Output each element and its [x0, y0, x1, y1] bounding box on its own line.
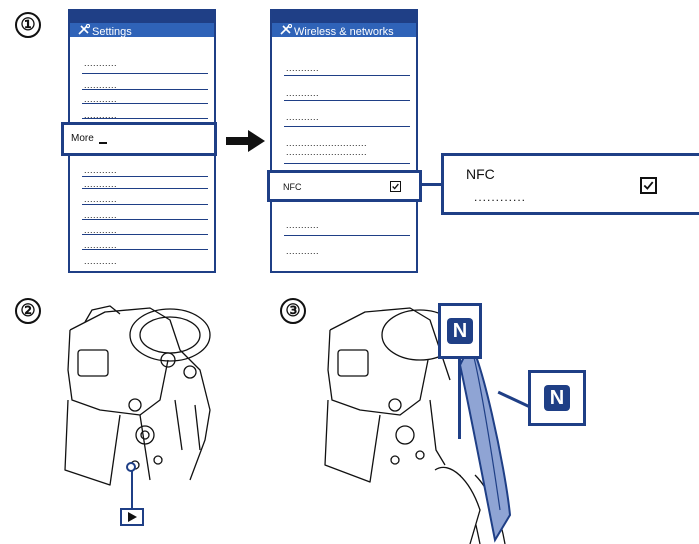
tools-icon — [78, 23, 91, 38]
settings-item-10[interactable]: ........... — [84, 225, 118, 235]
nfc-logo-icon: N — [447, 318, 473, 344]
wireless-item-6[interactable]: ........... — [286, 220, 320, 230]
camera-and-phone-illustration — [324, 307, 512, 544]
settings-title: Settings — [92, 26, 132, 38]
settings-item-2[interactable]: ........... — [84, 80, 118, 90]
play-button-pointer — [131, 468, 133, 508]
nfc-n-mark-camera: N — [438, 303, 482, 359]
callout-nfc-label: NFC — [466, 166, 495, 182]
settings-item-6[interactable]: ........... — [84, 165, 118, 175]
callout-placeholder: ............ — [474, 190, 527, 204]
step-3-number: ③ — [280, 298, 306, 324]
wireless-item-4b: ........................... — [286, 147, 368, 157]
wireless-item-1[interactable]: ........... — [286, 63, 320, 73]
nfc-n-mark-phone: N — [528, 370, 586, 426]
arrow-right-icon — [226, 130, 265, 152]
camera-rear-illustration — [64, 305, 211, 486]
settings-more-label: More — [71, 133, 94, 144]
wireless-nfc-checkbox[interactable] — [390, 181, 401, 192]
wireless-item-7[interactable]: ........... — [286, 246, 320, 256]
wireless-item-3[interactable]: ........... — [286, 112, 320, 122]
callout-connector — [422, 183, 442, 186]
wireless-screen: Wireless & networks ........... ........… — [270, 9, 418, 273]
settings-item-9[interactable]: ........... — [84, 210, 118, 220]
settings-item-12[interactable]: ........... — [84, 256, 118, 266]
wireless-item-2[interactable]: ........... — [286, 88, 320, 98]
wireless-header: Wireless & networks — [272, 11, 416, 38]
tools-icon — [280, 23, 293, 38]
play-button-pointer-dot — [126, 462, 136, 472]
callout-nfc-checkbox[interactable] — [640, 177, 657, 194]
wireless-nfc-label: NFC — [283, 182, 302, 192]
settings-item-7[interactable]: ........... — [84, 179, 118, 189]
settings-more-highlight[interactable]: More — [61, 122, 217, 156]
settings-item-3[interactable]: ........... — [84, 94, 118, 104]
step-1-number: ① — [15, 12, 41, 38]
settings-header: Settings — [70, 11, 214, 38]
settings-item-4[interactable]: ........... — [84, 110, 118, 120]
nfc-callout: NFC ............ — [441, 153, 699, 215]
wireless-item-4a[interactable]: ........................... — [286, 138, 368, 148]
wireless-nfc-highlight[interactable]: NFC — [267, 170, 422, 202]
nfc-logo-icon: N — [544, 385, 570, 411]
step-2-number: ② — [15, 298, 41, 324]
nfc-mark-camera-pointer — [458, 359, 461, 439]
settings-item-1[interactable]: ........... — [84, 58, 118, 68]
wireless-title: Wireless & networks — [294, 26, 394, 38]
settings-item-11[interactable]: ........... — [84, 240, 118, 250]
play-button-callout — [120, 508, 144, 526]
play-triangle-icon — [128, 512, 137, 522]
settings-item-8[interactable]: ........... — [84, 194, 118, 204]
